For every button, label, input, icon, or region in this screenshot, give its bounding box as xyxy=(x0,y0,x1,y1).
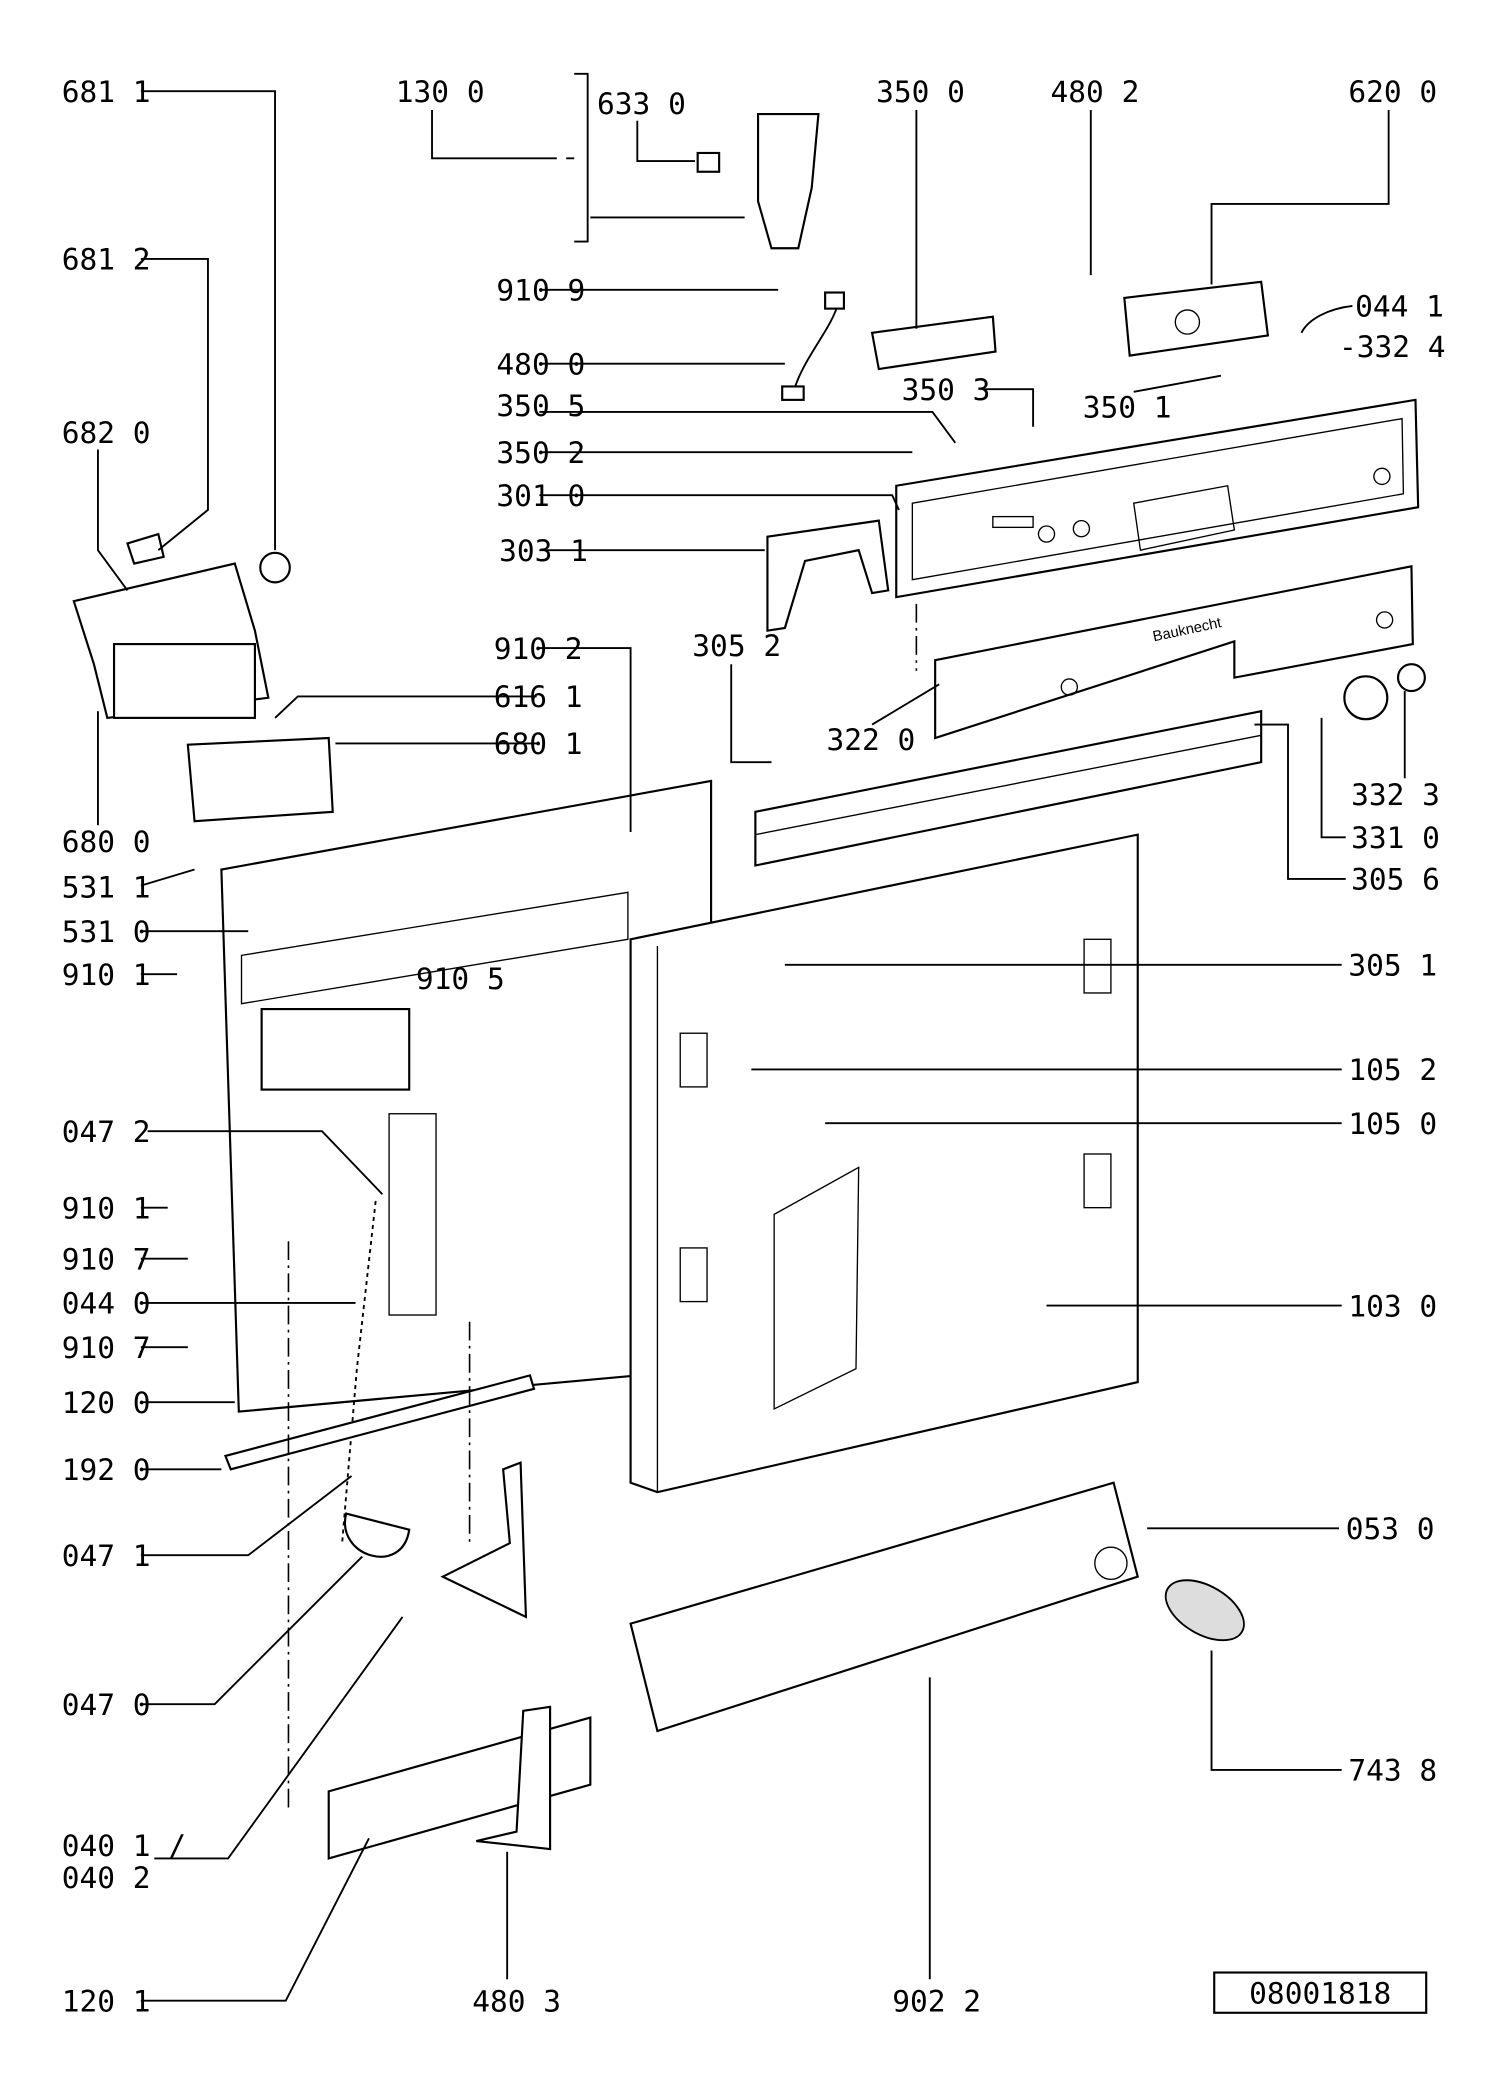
part-label: 682 0 xyxy=(62,416,151,450)
part-label: 350 0 xyxy=(876,75,965,109)
knob-331 xyxy=(1343,663,1426,721)
part-label: 322 0 xyxy=(826,723,915,757)
inner-door-120 xyxy=(220,779,713,1413)
part-label: 047 2 xyxy=(62,1115,151,1149)
part-label: 303 1 xyxy=(499,534,588,568)
part-label: 047 1 xyxy=(62,1539,151,1573)
part-label: 120 0 xyxy=(62,1386,151,1420)
part-label: 910 1 xyxy=(62,958,151,992)
part-label: 910 9 xyxy=(496,274,585,308)
outer-door-103 xyxy=(629,833,1139,1494)
handle-303 xyxy=(766,519,890,632)
leader-lines xyxy=(97,72,1406,2002)
part-label: 681 2 xyxy=(62,243,151,277)
part-label: 053 0 xyxy=(1346,1512,1435,1546)
part-label: 301 0 xyxy=(496,479,585,513)
hinge-047 xyxy=(343,1512,411,1558)
part-label: 910 5 xyxy=(416,962,505,996)
part-label: 480 0 xyxy=(496,347,585,381)
part-label: 105 2 xyxy=(1348,1053,1437,1087)
part-label: 910 2 xyxy=(494,632,583,666)
rail-305 xyxy=(754,709,1263,867)
drawing-number: 08001818 xyxy=(1249,1976,1391,2010)
part-label: 047 0 xyxy=(62,1688,151,1722)
part-label: 910 7 xyxy=(62,1331,151,1365)
control-panel-301 xyxy=(895,398,1420,599)
part-label: 681 1 xyxy=(62,75,151,109)
part-label: 633 0 xyxy=(597,87,686,121)
part-label: 480 3 xyxy=(472,1984,561,2018)
part-label: 743 8 xyxy=(1348,1754,1437,1788)
part-label: 040 2 xyxy=(62,1861,151,1895)
timer-620 xyxy=(1123,280,1270,357)
spring-743 xyxy=(1164,1579,1245,1642)
part-label: 531 1 xyxy=(62,871,151,905)
part-label: 910 7 xyxy=(62,1242,151,1276)
dispenser-682 xyxy=(72,532,334,823)
part-label: 332 3 xyxy=(1351,778,1440,812)
part-label: 680 1 xyxy=(494,727,583,761)
plinth-053 xyxy=(629,1481,1140,1733)
part-label: 350 3 xyxy=(902,373,991,407)
part-label: 350 2 xyxy=(496,436,585,470)
part-label: 350 1 xyxy=(1083,390,1172,424)
part-label: 910 1 xyxy=(62,1191,151,1225)
board-350 xyxy=(870,315,997,371)
bracket-120-1 xyxy=(327,1705,592,1860)
part-label: 105 0 xyxy=(1348,1107,1437,1141)
harness-480 xyxy=(781,291,845,401)
part-label: 192 0 xyxy=(62,1453,151,1487)
part-labels: 681 1 681 2 682 0 130 0 633 0 350 0 480 … xyxy=(62,75,1446,2018)
part-label: 350 5 xyxy=(496,389,585,423)
seal-192 xyxy=(223,1374,536,1471)
bracket-040 xyxy=(440,1461,528,1619)
spring-044 xyxy=(341,1200,377,1544)
part-label: 480 2 xyxy=(1051,75,1140,109)
part-label: 680 0 xyxy=(62,825,151,859)
part-label: 616 1 xyxy=(494,680,583,714)
part-label: 620 0 xyxy=(1348,75,1437,109)
switch-130 xyxy=(696,112,820,250)
part-label: 331 0 xyxy=(1351,821,1440,855)
part-label: 305 6 xyxy=(1351,863,1440,897)
part-label: 305 1 xyxy=(1348,949,1437,983)
part-label: -332 4 xyxy=(1339,330,1446,364)
drawing-number-box: 08001818 xyxy=(1213,1971,1428,2014)
fascia-panel-322: Bauknecht xyxy=(934,564,1414,740)
part-label: 902 2 xyxy=(892,1984,981,2018)
part-label: 305 2 xyxy=(692,629,781,663)
part-label: 531 0 xyxy=(62,915,151,949)
part-label: 130 0 xyxy=(396,75,485,109)
part-label: 044 1 xyxy=(1355,290,1444,324)
part-label: 040 1 / xyxy=(62,1829,186,1863)
part-label: 044 0 xyxy=(62,1287,151,1321)
part-label: 120 1 xyxy=(62,1984,151,2018)
part-label: 103 0 xyxy=(1348,1289,1437,1323)
